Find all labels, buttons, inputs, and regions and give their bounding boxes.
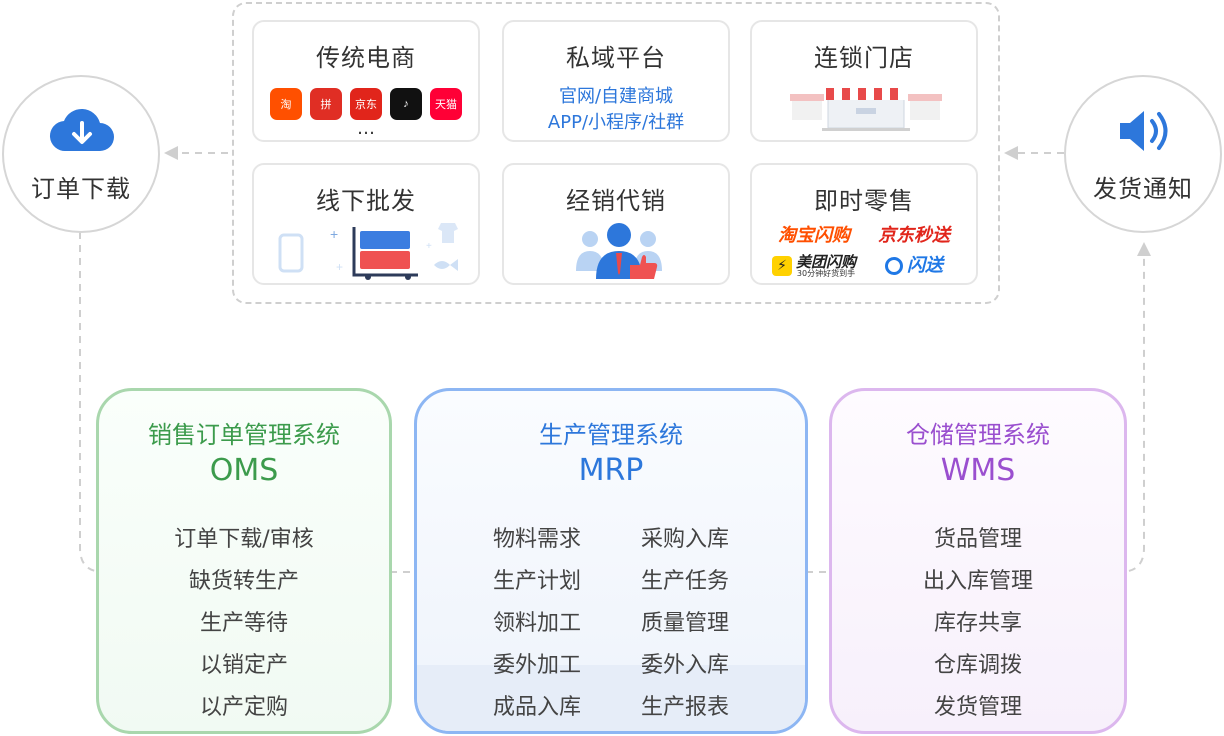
more-platforms: … <box>357 118 375 139</box>
channel-instant-retail[interactable]: 即时零售 淘宝闪购 京东秒送 ⚡ 美团闪购 30分钟好货到手 闪送 <box>750 163 978 285</box>
meituan-bolt-icon: ⚡ <box>771 256 792 276</box>
wms-feature-list: 货品管理 出入库管理 库存共享 仓库调拨 发货管理 <box>832 519 1124 729</box>
meituan-flash-logo: ⚡ 美团闪购 30分钟好货到手 <box>764 253 864 279</box>
cloud-download-icon <box>49 108 114 152</box>
meituan-flash-text: 美团闪购 <box>795 253 856 271</box>
oms-title: 销售订单管理系统 <box>148 421 340 449</box>
mrp-title: 生产管理系统 <box>539 421 683 449</box>
mrp-feature: 生产报表 <box>640 695 729 720</box>
mrp-feature-list: 物料需求 采购入库 生产计划 生产任务 领料加工 质量管理 委外加工 委外入库 … <box>417 519 805 729</box>
arrow-into-download <box>164 146 178 160</box>
mrp-feature: 质量管理 <box>640 611 729 636</box>
private-domain-line1: 官网/自建商城 <box>558 86 674 107</box>
arrow-into-notify <box>1137 242 1151 256</box>
instant-retail-brands: 淘宝闪购 京东秒送 ⚡ 美团闪购 30分钟好货到手 闪送 <box>752 223 976 279</box>
oms-feature-list: 订单下载/审核 缺货转生产 生产等待 以销定产 以产定购 <box>99 519 389 729</box>
mrp-feature: 委外加工 <box>492 653 581 678</box>
mrp-feature: 成品入库 <box>492 695 581 720</box>
channel-offline-wholesale[interactable]: 线下批发 + + + <box>252 163 480 285</box>
wms-abbr: WMS <box>940 453 1016 488</box>
mrp-feature: 生产任务 <box>640 569 729 594</box>
mrp-feature: 采购入库 <box>640 527 729 552</box>
wms-system-panel[interactable]: 仓储管理系统 WMS 货品管理 出入库管理 库存共享 仓库调拨 发货管理 <box>829 388 1127 734</box>
order-download-node[interactable]: 订单下载 <box>2 75 160 233</box>
wms-feature: 发货管理 <box>933 695 1022 720</box>
oms-feature: 缺货转生产 <box>188 569 299 594</box>
mrp-feature: 物料需求 <box>492 527 581 552</box>
wholesale-cart-icon: + + + <box>278 223 458 280</box>
mrp-system-panel[interactable]: 生产管理系统 MRP 物料需求 采购入库 生产计划 生产任务 领料加工 质量管理… <box>414 388 808 734</box>
channel-title: 线下批发 <box>316 187 416 215</box>
svg-text:+: + <box>336 260 343 274</box>
speaker-icon <box>1120 111 1168 151</box>
channel-title: 即时零售 <box>814 187 914 215</box>
channel-title: 传统电商 <box>316 44 416 72</box>
channel-title: 经销代销 <box>566 187 666 215</box>
people-thumbs-up-icon <box>576 223 662 279</box>
channel-title: 私域平台 <box>566 44 666 72</box>
order-download-label: 订单下载 <box>31 175 131 203</box>
oms-feature: 以产定购 <box>199 695 288 720</box>
mrp-footer-band <box>417 665 805 731</box>
oms-feature: 以销定产 <box>199 653 288 678</box>
svg-text:+: + <box>330 226 338 242</box>
shansong-logo: 闪送 <box>864 253 964 279</box>
wms-title: 仓储管理系统 <box>906 421 1050 449</box>
svg-text:+: + <box>426 241 432 252</box>
private-domain-line2: APP/小程序/社群 <box>547 112 685 133</box>
wms-feature: 库存共享 <box>933 611 1022 636</box>
channel-chain-store[interactable]: 连锁门店 <box>750 20 978 142</box>
channel-traditional-ecommerce[interactable]: 传统电商 淘 拼 京东 ♪ 天猫 … <box>252 20 480 142</box>
storefront-icon <box>790 88 942 131</box>
douyin-logo-icon: ♪ <box>390 88 422 120</box>
shansong-text: 闪送 <box>907 255 943 276</box>
channel-private-domain[interactable]: 私域平台 官网/自建商城 APP/小程序/社群 <box>502 20 730 142</box>
shipping-notice-node[interactable]: 发货通知 <box>1064 75 1222 233</box>
jd-miaosong-logo: 京东秒送 <box>878 225 950 246</box>
oms-feature: 生产等待 <box>199 611 288 636</box>
shansong-circle-icon <box>885 257 903 275</box>
wms-feature: 货品管理 <box>933 527 1022 552</box>
pinduoduo-logo-icon: 拼 <box>310 88 342 120</box>
taobao-logo-icon: 淘 <box>270 88 302 120</box>
mrp-feature: 委外入库 <box>640 653 729 678</box>
oms-system-panel[interactable]: 销售订单管理系统 OMS 订单下载/审核 缺货转生产 生产等待 以销定产 以产定… <box>96 388 392 734</box>
mrp-abbr: MRP <box>578 453 644 488</box>
ecommerce-logos: 淘 拼 京东 ♪ 天猫 <box>254 88 478 120</box>
jd-logo-icon: 京东 <box>350 88 382 120</box>
meituan-flash-slogan: 30分钟好货到手 <box>796 269 856 278</box>
wms-feature: 出入库管理 <box>922 569 1033 594</box>
oms-abbr: OMS <box>209 453 279 488</box>
channel-title: 连锁门店 <box>814 44 914 72</box>
tmall-logo-icon: 天猫 <box>430 88 462 120</box>
shipping-notice-label: 发货通知 <box>1093 175 1193 203</box>
taobao-flash-logo: 淘宝闪购 <box>778 225 850 246</box>
channel-distribution[interactable]: 经销代销 <box>502 163 730 285</box>
mrp-feature: 领料加工 <box>492 611 581 636</box>
oms-feature: 订单下载/审核 <box>174 527 314 552</box>
wms-feature: 仓库调拨 <box>933 653 1022 678</box>
arrow-into-channels <box>1004 146 1018 160</box>
mrp-feature: 生产计划 <box>492 569 581 594</box>
